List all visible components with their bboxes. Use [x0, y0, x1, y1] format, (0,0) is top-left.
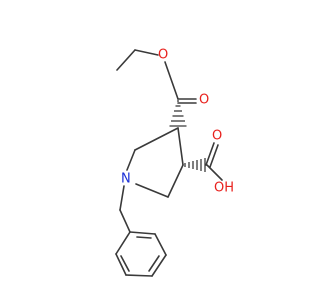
atom-ring-nitrogen: N [121, 172, 131, 187]
hashed-bond-c4-acid [184, 158, 206, 172]
atom-ester-ether-oxygen: O [158, 48, 168, 63]
bond-c5-c4 [167, 164, 184, 198]
bond-n-ch2 [119, 185, 125, 211]
molecule-drawing: O O O OH N [115, 48, 234, 277]
bond-acid-carbonyl-2 [209, 144, 219, 168]
bond-c3-c2 [134, 127, 179, 151]
atom-acid-carbonyl-oxygen: O [212, 129, 222, 144]
bond-ethyl-ch3-ch2 [116, 49, 136, 71]
phenyl-ring [115, 231, 167, 277]
bond-acid-carbonyl-1 [205, 142, 215, 166]
bond-ethyl-ch2-o [134, 49, 159, 56]
bond-c4-c3 [177, 127, 184, 166]
bond-o-ester-carbon [164, 61, 179, 100]
atom-ester-carbonyl-oxygen: O [199, 93, 209, 108]
bond-acid-c-oh [206, 164, 223, 181]
bond-ch2-phenyl [119, 209, 131, 233]
atom-acid-hydroxyl: OH [214, 181, 234, 196]
bond-c2-n [126, 149, 136, 171]
hashed-bond-c3-ester [169, 100, 187, 127]
bond-n-c5 [135, 183, 169, 198]
structure-canvas: O O O OH N [115, 48, 234, 277]
